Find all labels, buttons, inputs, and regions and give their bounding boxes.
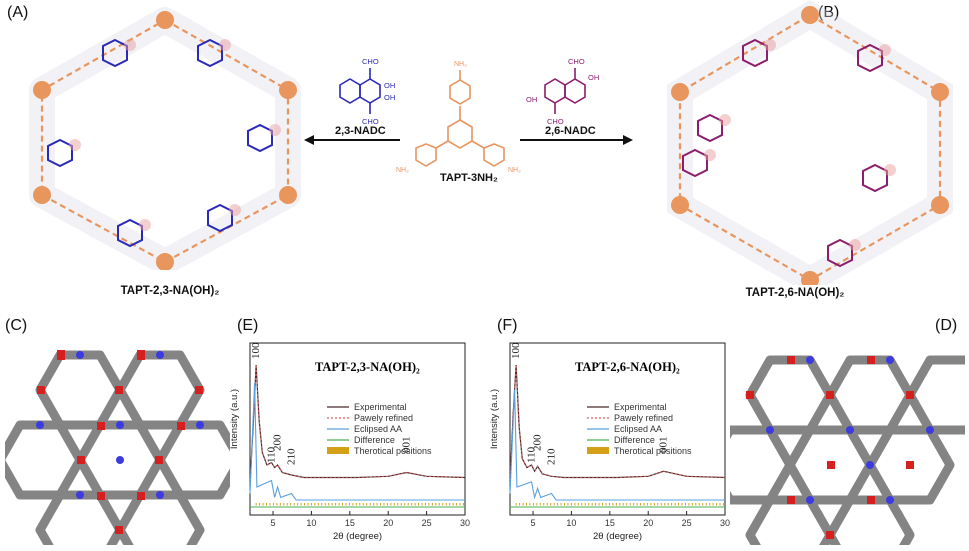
- y-axis-label: Intensity (a.u.): [489, 389, 500, 449]
- naphthalene-2-6-icon: [544, 68, 586, 114]
- chart-title: TAPT-2,3-NA(OH)₂: [315, 360, 420, 374]
- peak-label-210: 210: [545, 448, 557, 465]
- panel-label-b: (B): [818, 4, 840, 21]
- center-molecule-label: TAPT-3NH₂: [440, 172, 498, 184]
- left-arrow-icon: [304, 135, 400, 145]
- x-tick-label: 25: [422, 518, 432, 528]
- x-tick-label: 5: [271, 518, 276, 528]
- panel-label-e: (E): [237, 317, 259, 334]
- peak-label-210: 210: [285, 448, 297, 465]
- caption-b: TAPT-2,6-NA(OH)₂: [745, 287, 845, 299]
- cof-lattice-c: [5, 350, 230, 545]
- x-tick-label: 15: [345, 518, 355, 528]
- xrd-chart-f: 5 10 15 20 25 30 2θ (degree) Intensity (a.u.) TA…: [489, 342, 730, 542]
- panel-label-c: (C): [5, 317, 28, 334]
- nh2-label-right: NH₂: [508, 167, 521, 174]
- legend-label: Eclipsed AA: [614, 424, 662, 434]
- oh-label-left-1: OH: [384, 81, 395, 90]
- reaction-scheme: CHO CHO OH OH CHO CHO OH OH NH₂ NH₂ NH₂: [304, 57, 633, 174]
- oh-label-right-1: OH: [588, 73, 599, 82]
- plot-frame: [249, 342, 466, 516]
- legend-label: Pawely refined: [614, 413, 673, 423]
- x-tick-label: 10: [306, 518, 316, 528]
- eclipsed-line: [509, 389, 725, 501]
- x-tick-label: 25: [682, 518, 692, 528]
- cof-structure-a: [29, 7, 301, 270]
- peak-label-110: 110: [266, 446, 278, 463]
- naphthalene-2-3-icon: [339, 68, 381, 114]
- cof-structure-b: [667, 0, 953, 285]
- legend-label: Difference: [614, 435, 655, 445]
- cho-label-bottom-right: CHO: [547, 117, 564, 126]
- legend-label: Experimental: [614, 402, 667, 412]
- peak-label-110: 110: [526, 446, 538, 463]
- x-tick-label: 20: [643, 518, 653, 528]
- x-tick-label: 15: [605, 518, 615, 528]
- peak-label-001: 001: [401, 437, 413, 454]
- legend-swatch-theoretical: [327, 447, 349, 454]
- oh-label-left-2: OH: [384, 93, 395, 102]
- x-tick-label: 30: [460, 518, 470, 528]
- peak-label-100: 100: [510, 342, 522, 359]
- x-tick-label: 5: [531, 518, 536, 528]
- peak-label-100: 100: [250, 342, 262, 359]
- legend-label: Therotical positions: [614, 446, 692, 456]
- legend-label: Difference: [354, 435, 395, 445]
- xrd-chart-e: 5 10 15 20 25 30 2θ (degree) Intensity (a.u.) TA…: [229, 342, 470, 542]
- legend-label: Therotical positions: [354, 446, 432, 456]
- legend-label: Eclipsed AA: [354, 424, 402, 434]
- caption-a: TAPT-2,3-NA(OH)₂: [120, 285, 220, 297]
- cho-label-top-left: CHO: [362, 57, 379, 66]
- tapt-molecule-icon: [415, 70, 505, 167]
- right-arrow-icon: [520, 135, 633, 145]
- chart-title: TAPT-2,6-NA(OH)₂: [575, 360, 680, 374]
- reagent-right: 2,6-NADC: [545, 125, 596, 137]
- eclipsed-line: [249, 382, 465, 501]
- cho-label-bottom-left: CHO: [362, 117, 379, 126]
- x-tick-label: 10: [566, 518, 576, 528]
- panel-label-f: (F): [497, 317, 518, 334]
- plot-frame: [509, 342, 726, 516]
- nh2-label-top: NH₂: [454, 61, 467, 68]
- x-tick-label: 20: [383, 518, 393, 528]
- peak-label-200: 200: [272, 434, 284, 451]
- oh-label-right-2: OH: [526, 95, 537, 104]
- pawley-line: [509, 364, 726, 484]
- legend-label: Pawely refined: [354, 413, 413, 423]
- x-axis-label: 2θ (degree): [333, 531, 382, 542]
- legend-swatch-theoretical: [587, 447, 609, 454]
- nh2-label-left: NH₂: [396, 167, 409, 174]
- x-tick-label: 30: [720, 518, 730, 528]
- panel-label-a: (A): [7, 4, 29, 21]
- cho-label-top-right: CHO: [568, 57, 585, 66]
- panel-label-d: (D): [935, 317, 958, 334]
- y-axis-label: Intensity (a.u.): [229, 389, 240, 449]
- reagent-left: 2,3-NADC: [335, 125, 386, 137]
- peak-label-001: 001: [658, 437, 670, 454]
- cof-lattice-d: [730, 355, 965, 545]
- x-axis-label: 2θ (degree): [593, 531, 642, 542]
- pawley-line: [249, 364, 466, 484]
- legend-label: Experimental: [354, 402, 407, 412]
- peak-label-200: 200: [532, 434, 544, 451]
